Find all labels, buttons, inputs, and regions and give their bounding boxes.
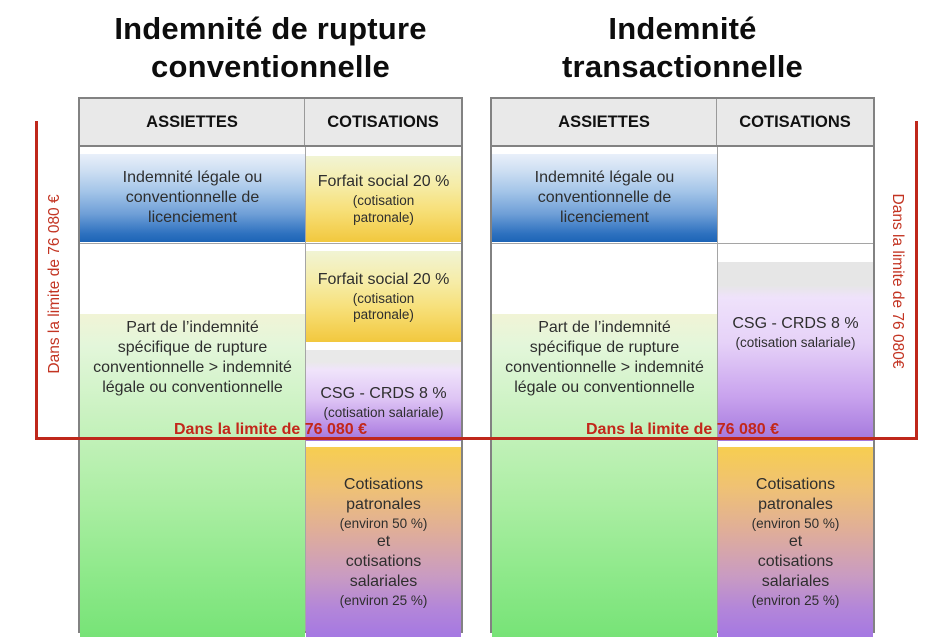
col-header-assiettes: ASSIETTES — [80, 99, 305, 145]
cell-sub-text: (environ 50 %) — [339, 515, 428, 531]
cell-main-text: et — [788, 533, 803, 550]
cell-sub-text: (cotisation patronale) — [352, 290, 415, 322]
cell-main-text: cotisations salariales — [345, 553, 422, 590]
cell-main-text: CSG - CRDS 8 % — [732, 315, 859, 332]
right-diagram-title: Indemnité transactionnelle — [562, 11, 803, 84]
table-transactionnelle: ASSIETTES COTISATIONS Indemnité légale o… — [490, 97, 875, 637]
limit-vertical-line-right — [915, 121, 918, 440]
limit-side-label-right: Dans la limite de 76 080€ — [889, 193, 906, 369]
cell-sub-text: (environ 50 %) — [751, 515, 840, 531]
cell-csg-crds: CSG - CRDS 8 % (cotisation salariale) — [718, 262, 873, 441]
table-rupture-conventionnelle: ASSIETTES COTISATIONS Indemnité légale o… — [78, 97, 463, 637]
row-divider — [492, 243, 873, 244]
left-diagram-title: Indemnité de rupture conventionnelle — [114, 11, 427, 84]
col-header-cotisations: COTISATIONS — [739, 112, 851, 131]
cell-part-indemnite: Part de l’indemnité spécifique de ruptur… — [80, 314, 305, 637]
column-divider — [305, 147, 306, 631]
limit-label: Dans la limite de 76 080 € — [586, 421, 779, 438]
cell-csg-crds: CSG - CRDS 8 % (cotisation salariale) — [306, 350, 461, 441]
limit-vertical-line-left — [35, 121, 38, 440]
limit-horizontal-line — [35, 437, 918, 440]
table-body: Indemnité légale ou conventionnelle de l… — [492, 147, 873, 637]
cell-main-text: Cotisations patronales — [755, 475, 836, 513]
column-divider — [717, 147, 718, 631]
cell-cotisations-patronales-salariales: Cotisations patronales (environ 50 %) et… — [306, 447, 461, 637]
limit-side-label-left: Dans la limite de 76 080 € — [46, 194, 63, 374]
cell-sub-text: (cotisation salariale) — [735, 335, 856, 350]
cell-main-text: CSG - CRDS 8 % — [320, 384, 447, 402]
cell-sub-text: (environ 25 %) — [751, 593, 840, 608]
table-body: Indemnité légale ou conventionnelle de l… — [80, 147, 461, 637]
cell-cotisations-patronales-salariales: Cotisations patronales (environ 50 %) et… — [718, 447, 873, 637]
row-divider — [80, 243, 461, 244]
col-header-cotisations: COTISATIONS — [327, 112, 439, 131]
cell-main-text: Forfait social 20 % — [317, 270, 450, 288]
cell-main-text: et — [376, 533, 391, 550]
col-header-assiettes: ASSIETTES — [492, 99, 717, 145]
table-header-row: ASSIETTES COTISATIONS — [80, 99, 461, 147]
cell-indemnite-legale: Indemnité légale ou conventionnelle de l… — [492, 154, 717, 242]
cell-sub-text: (cotisation salariale) — [323, 404, 444, 420]
cell-indemnite-legale: Indemnité légale ou conventionnelle de l… — [80, 154, 305, 242]
cell-part-indemnite: Part de l’indemnité spécifique de ruptur… — [492, 314, 717, 637]
cell-main-text: Forfait social 20 % — [317, 173, 450, 191]
cell-forfait-social-1: Forfait social 20 % (cotisation patronal… — [306, 156, 461, 242]
cell-sub-text: (cotisation patronale) — [352, 193, 415, 225]
cell-forfait-social-2: Forfait social 20 % (cotisation patronal… — [306, 251, 461, 342]
table-header-row: ASSIETTES COTISATIONS — [492, 99, 873, 147]
cell-main-text: cotisations salariales — [757, 553, 834, 590]
cell-sub-text: (environ 25 %) — [339, 593, 428, 608]
limit-label: Dans la limite de 76 080 € — [174, 421, 367, 438]
cell-main-text: Cotisations patronales — [343, 475, 424, 513]
